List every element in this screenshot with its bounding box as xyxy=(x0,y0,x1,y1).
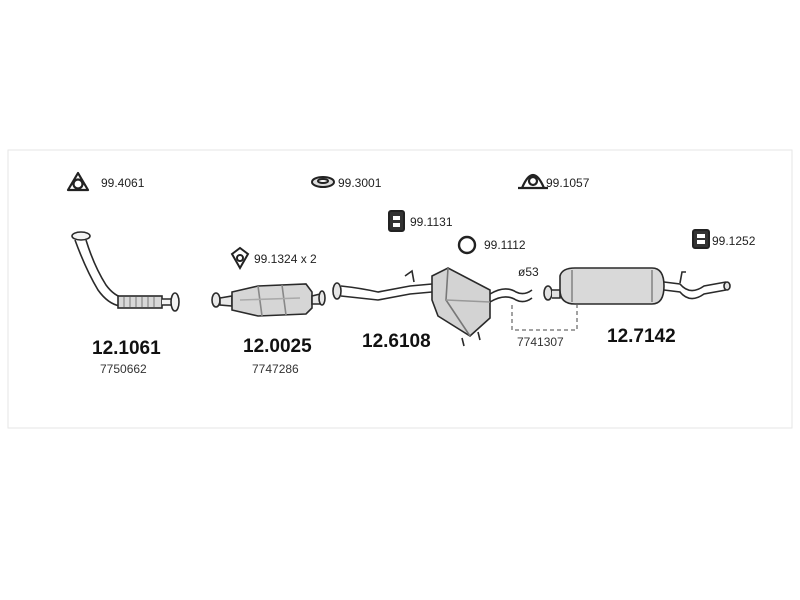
small-hanger-icon xyxy=(230,246,250,271)
triangle-clamp-icon xyxy=(66,171,90,192)
middle-silencer-12-6108 xyxy=(332,267,533,347)
label-99-1057: 99.1057 xyxy=(546,176,590,190)
label-99-1131: 99.1131 xyxy=(410,215,453,229)
label-99-3001: 99.3001 xyxy=(338,176,382,190)
rear-hanger-block-icon xyxy=(692,229,710,249)
oem-number-7747286: 7747286 xyxy=(252,362,299,376)
part-number-12-0025: 12.0025 xyxy=(243,336,312,357)
u-clamp-icon xyxy=(518,173,548,190)
part-number-12-1061: 12.1061 xyxy=(92,338,161,359)
rear-silencer-12-7142 xyxy=(543,267,731,305)
catalyst-12-0025 xyxy=(211,283,326,317)
label-99-1324: 99.1324 x 2 xyxy=(254,252,317,266)
ring-clamp-icon xyxy=(457,235,477,255)
gasket-ring-icon xyxy=(311,176,335,188)
dashed-pipe-section xyxy=(511,305,578,331)
label-99-4061: 99.4061 xyxy=(101,176,145,190)
oem-number-7741307: 7741307 xyxy=(517,335,564,349)
label-99-1112: 99.1112 xyxy=(484,238,526,252)
part-number-12-7142: 12.7142 xyxy=(607,326,676,347)
hanger-block-icon xyxy=(388,210,405,232)
part-number-12-6108: 12.6108 xyxy=(362,331,431,352)
diagram-frame xyxy=(7,149,793,429)
oem-number-7750662: 7750662 xyxy=(100,362,147,376)
label-99-1252: 99.1252 xyxy=(712,234,756,248)
front-pipe-12-1061 xyxy=(71,231,180,312)
diameter-label: ø53 xyxy=(518,265,539,279)
